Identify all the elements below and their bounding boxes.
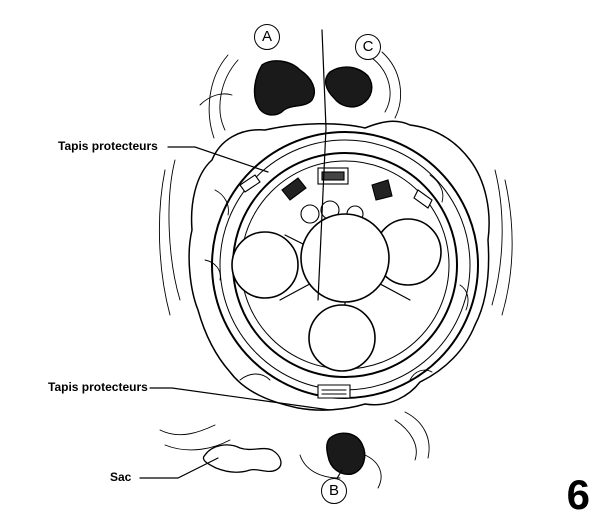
top-fixtures xyxy=(239,167,433,399)
pad-bottom xyxy=(308,304,376,372)
label-bag: Sac xyxy=(110,470,132,484)
marker-a: A xyxy=(254,24,280,50)
label-protective-mat-top: Tapis protecteurs xyxy=(58,139,158,153)
leader-line-bag xyxy=(139,457,219,479)
leader-line-mat-bottom xyxy=(149,387,331,411)
gear-a xyxy=(253,60,316,116)
contour-lines xyxy=(158,51,513,489)
marker-c: C xyxy=(355,34,381,60)
mat-fold-lines xyxy=(204,174,469,381)
bag-outline xyxy=(202,444,282,473)
pad-left xyxy=(231,231,299,299)
page-number: 6 xyxy=(566,471,590,518)
gear-b xyxy=(325,432,366,475)
leader-line-mat-top xyxy=(167,146,269,173)
label-protective-mat-bottom: Tapis protecteurs xyxy=(48,380,148,394)
marker-b: B xyxy=(321,478,347,504)
pad-center xyxy=(300,213,390,303)
gear-c xyxy=(324,66,373,108)
outer-mat-outline xyxy=(188,120,490,411)
tether-line xyxy=(317,29,327,301)
